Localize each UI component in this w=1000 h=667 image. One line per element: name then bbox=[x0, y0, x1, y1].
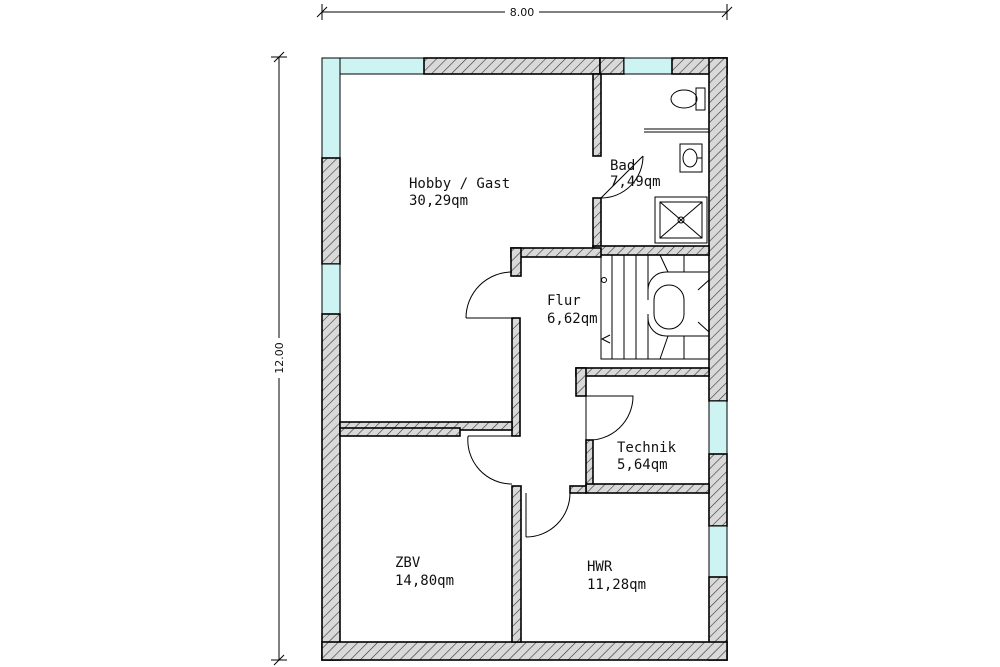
room-bad-area: 7,49qm bbox=[610, 174, 661, 190]
room-hobby-name: Hobby / Gast bbox=[409, 176, 510, 192]
room-flur-area: 6,62qm bbox=[547, 311, 598, 327]
shower-icon bbox=[654, 196, 708, 244]
room-technik-area: 5,64qm bbox=[617, 457, 668, 473]
outer-walls bbox=[321, 57, 728, 661]
room-hobby-area: 30,29qm bbox=[409, 193, 468, 209]
room-zbv-name: ZBV bbox=[395, 555, 421, 571]
room-bad-name: Bad bbox=[610, 158, 635, 174]
width-dimension: 8.00 bbox=[316, 4, 733, 20]
sink-icon bbox=[679, 143, 703, 173]
height-dimension-label: 12.00 bbox=[273, 342, 286, 374]
room-zbv: ZBV 14,80qm bbox=[395, 555, 454, 589]
bathroom-fixtures bbox=[644, 87, 709, 244]
room-hobby: Hobby / Gast 30,29qm bbox=[409, 176, 510, 209]
room-technik-name: Technik bbox=[617, 440, 677, 456]
staircase bbox=[600, 254, 710, 360]
toilet-icon bbox=[670, 87, 706, 111]
room-zbv-area: 14,80qm bbox=[395, 573, 454, 589]
width-dimension-label: 8.00 bbox=[510, 6, 535, 19]
room-hwr-name: HWR bbox=[587, 559, 613, 575]
doors bbox=[465, 155, 644, 538]
room-technik: Technik 5,64qm bbox=[617, 440, 677, 473]
room-flur: Flur 6,62qm bbox=[547, 293, 598, 327]
room-flur-name: Flur bbox=[547, 293, 581, 309]
room-hwr: HWR 11,28qm bbox=[587, 559, 646, 593]
height-dimension: 12.00 bbox=[271, 51, 287, 666]
room-hwr-area: 11,28qm bbox=[587, 577, 646, 593]
inner-walls bbox=[339, 73, 710, 643]
room-bad: Bad 7,49qm bbox=[610, 158, 661, 190]
